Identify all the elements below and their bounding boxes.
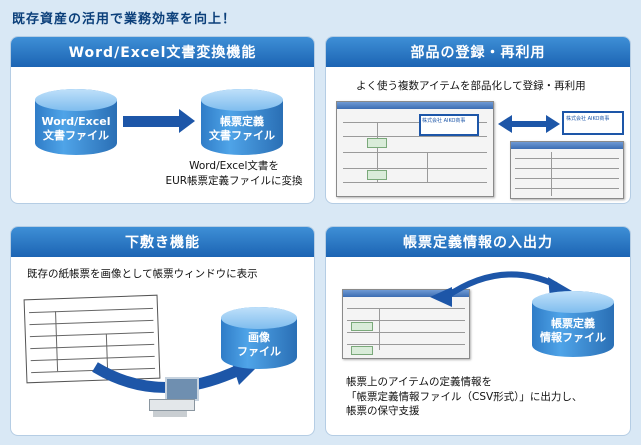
word-excel-description: Word/Excel文書を EUR帳票定義ファイルに変換 xyxy=(159,159,309,188)
panel-header-underlay: 下敷き機能 xyxy=(11,227,314,257)
parts-arrow xyxy=(512,121,546,127)
image-file-cylinder: 画像 ファイル xyxy=(221,307,297,369)
panel-definition-io: 帳票定義情報の入出力 帳票定義 情報ファイル 帳票上のアイテムの定義情報を 「帳… xyxy=(325,226,631,436)
parts-description: よく使う複数アイテムを部品化して登録・再利用 xyxy=(356,80,586,92)
selected-part-highlight: 株式会社 AIKO商事 xyxy=(419,114,479,136)
word-excel-file-cylinder: Word/Excel 文書ファイル xyxy=(35,89,117,155)
conversion-arrow xyxy=(123,116,181,127)
panel-header-word-excel: Word/Excel文書変換機能 xyxy=(11,37,314,67)
definition-info-file-cylinder: 帳票定義 情報ファイル xyxy=(532,291,614,357)
parts-list-dialog-screenshot xyxy=(510,141,624,199)
panel-word-excel-conversion: Word/Excel文書変換機能 Word/Excel 文書ファイル 帳票定義 … xyxy=(10,36,315,204)
conversion-arrow-head xyxy=(179,109,195,133)
form-editor-screenshot: 株式会社 AIKO商事 xyxy=(336,101,494,197)
panel-parts-reuse: 部品の登録・再利用 よく使う複数アイテムを部品化して登録・再利用 株式会社 AI… xyxy=(325,36,631,204)
parts-right-arrow-head xyxy=(546,115,560,133)
definition-description-line3: 帳票の保守支援 xyxy=(346,405,420,418)
scanner-computer-icon xyxy=(149,377,201,421)
parts-left-arrow-head xyxy=(498,115,512,133)
word-excel-description-line1: Word/Excel文書を xyxy=(189,160,279,172)
word-excel-description-line2: EUR帳票定義ファイルに変換 xyxy=(165,174,303,187)
panel-header-parts: 部品の登録・再利用 xyxy=(326,37,630,67)
page-title: 既存資産の活用で業務効率を向上！ xyxy=(12,12,237,27)
panel-header-definition: 帳票定義情報の入出力 xyxy=(326,227,630,257)
definition-description-line2: 「帳票定義情報ファイル（CSV形式）」に出力し、 xyxy=(346,390,583,403)
definition-description-line1: 帳票上のアイテムの定義情報を xyxy=(346,376,492,388)
definition-description: 帳票上のアイテムの定義情報を 「帳票定義情報ファイル（CSV形式）」に出力し、 … xyxy=(346,375,582,419)
registered-part-box: 株式会社 AIKO商事 xyxy=(562,111,624,135)
underlay-description: 既存の紙帳票を画像として帳票ウィンドウに表示 xyxy=(27,268,258,280)
form-definition-file-cylinder: 帳票定義 文書ファイル xyxy=(201,89,283,155)
panel-underlay: 下敷き機能 既存の紙帳票を画像として帳票ウィンドウに表示 画像 ファイル xyxy=(10,226,315,436)
